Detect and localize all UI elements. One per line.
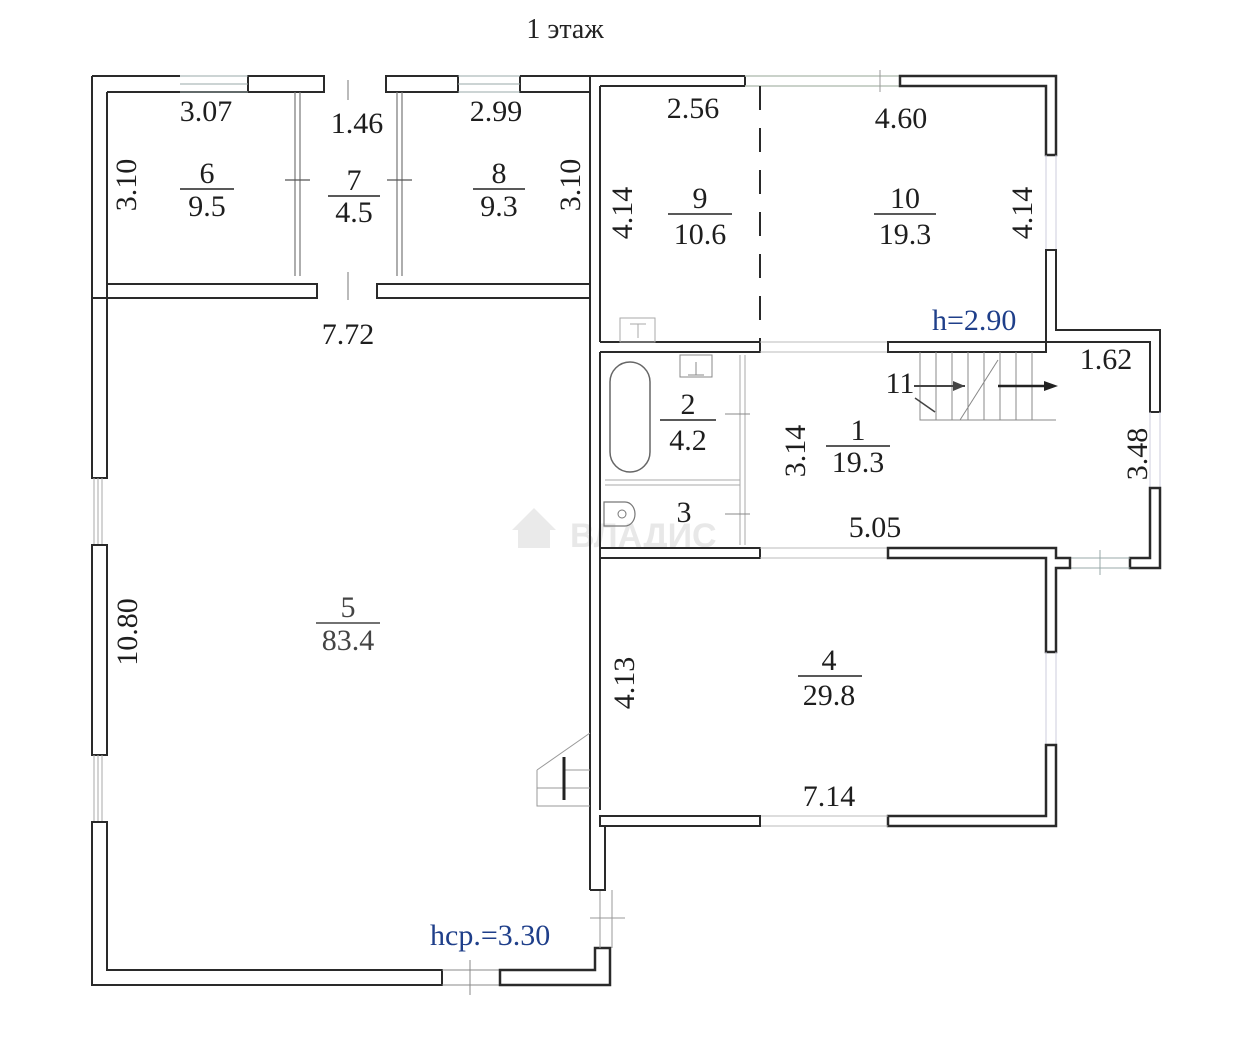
svg-text:83.4: 83.4 xyxy=(322,624,375,657)
svg-text:9.5: 9.5 xyxy=(188,190,226,223)
svg-text:4: 4 xyxy=(822,644,837,677)
svg-text:19.3: 19.3 xyxy=(832,446,885,479)
svg-text:5: 5 xyxy=(341,591,356,624)
room-3: 3 xyxy=(677,496,692,529)
room-1: 1 19.3 xyxy=(826,414,890,479)
sink-icon xyxy=(679,354,713,378)
svg-text:3.48: 3.48 xyxy=(1121,428,1154,481)
toilet-icon xyxy=(603,501,636,527)
svg-text:1: 1 xyxy=(851,414,866,447)
svg-text:4.5: 4.5 xyxy=(335,196,373,229)
wall-segment xyxy=(385,75,459,93)
floor-title: 1 этаж xyxy=(0,14,1254,46)
room-8: 8 9.3 xyxy=(473,157,525,223)
svg-text:6: 6 xyxy=(200,157,215,190)
dimension-labels: 3.07 1.46 2.99 3.10 3.10 7.72 10.80 2.56… xyxy=(110,92,1154,813)
svg-text:7.72: 7.72 xyxy=(322,318,375,351)
svg-text:4.14: 4.14 xyxy=(1006,187,1039,240)
svg-text:3.10: 3.10 xyxy=(110,159,143,212)
svg-text:1.62: 1.62 xyxy=(1080,343,1133,376)
svg-text:4.13: 4.13 xyxy=(608,657,641,710)
bathtub-icon xyxy=(609,361,651,473)
svg-text:2.56: 2.56 xyxy=(667,92,720,125)
walls xyxy=(91,70,1162,995)
svg-text:7.14: 7.14 xyxy=(803,780,856,813)
height-labels: h=2.90 hср.=3.30 xyxy=(430,304,1016,952)
svg-text:9: 9 xyxy=(693,182,708,215)
room-11: 11 xyxy=(886,367,915,400)
svg-text:29.8: 29.8 xyxy=(803,679,856,712)
svg-text:19.3: 19.3 xyxy=(879,218,932,251)
room-5: 5 83.4 xyxy=(316,591,380,657)
svg-text:7: 7 xyxy=(347,164,362,197)
room-10: 10 19.3 xyxy=(874,182,936,251)
room-labels: 6 9.5 7 4.5 8 9.3 9 10.6 10 19.3 2 4.2 xyxy=(180,157,936,712)
main-height-label: hср.=3.30 xyxy=(430,919,550,952)
svg-text:1.46: 1.46 xyxy=(331,107,384,140)
room-7: 7 4.5 xyxy=(328,164,380,229)
svg-text:10.6: 10.6 xyxy=(674,218,727,251)
svg-text:5.05: 5.05 xyxy=(849,511,902,544)
svg-text:10.80: 10.80 xyxy=(111,598,144,666)
svg-text:3: 3 xyxy=(677,496,692,529)
room-4: 4 29.8 xyxy=(798,644,862,712)
room-9: 9 10.6 xyxy=(668,182,732,251)
watermark-house-icon xyxy=(512,508,556,548)
room-6: 6 9.5 xyxy=(180,157,234,223)
floor-title-text: 1 этаж xyxy=(526,14,604,45)
svg-text:10: 10 xyxy=(890,182,920,215)
wall-segment xyxy=(247,75,325,93)
svg-text:2: 2 xyxy=(681,388,696,421)
svg-text:8: 8 xyxy=(492,157,507,190)
svg-text:3.10: 3.10 xyxy=(554,159,587,212)
upper-height-label: h=2.90 xyxy=(932,304,1016,337)
svg-text:2.99: 2.99 xyxy=(470,95,523,128)
svg-text:4.14: 4.14 xyxy=(606,187,639,240)
svg-text:3.14: 3.14 xyxy=(779,425,812,478)
svg-text:11: 11 xyxy=(886,367,915,400)
svg-text:4.2: 4.2 xyxy=(669,424,707,457)
small-staircase xyxy=(536,732,591,807)
room-2: 2 4.2 xyxy=(660,388,716,457)
svg-text:9.3: 9.3 xyxy=(480,190,518,223)
svg-text:4.60: 4.60 xyxy=(875,102,928,135)
svg-text:3.07: 3.07 xyxy=(180,95,233,128)
